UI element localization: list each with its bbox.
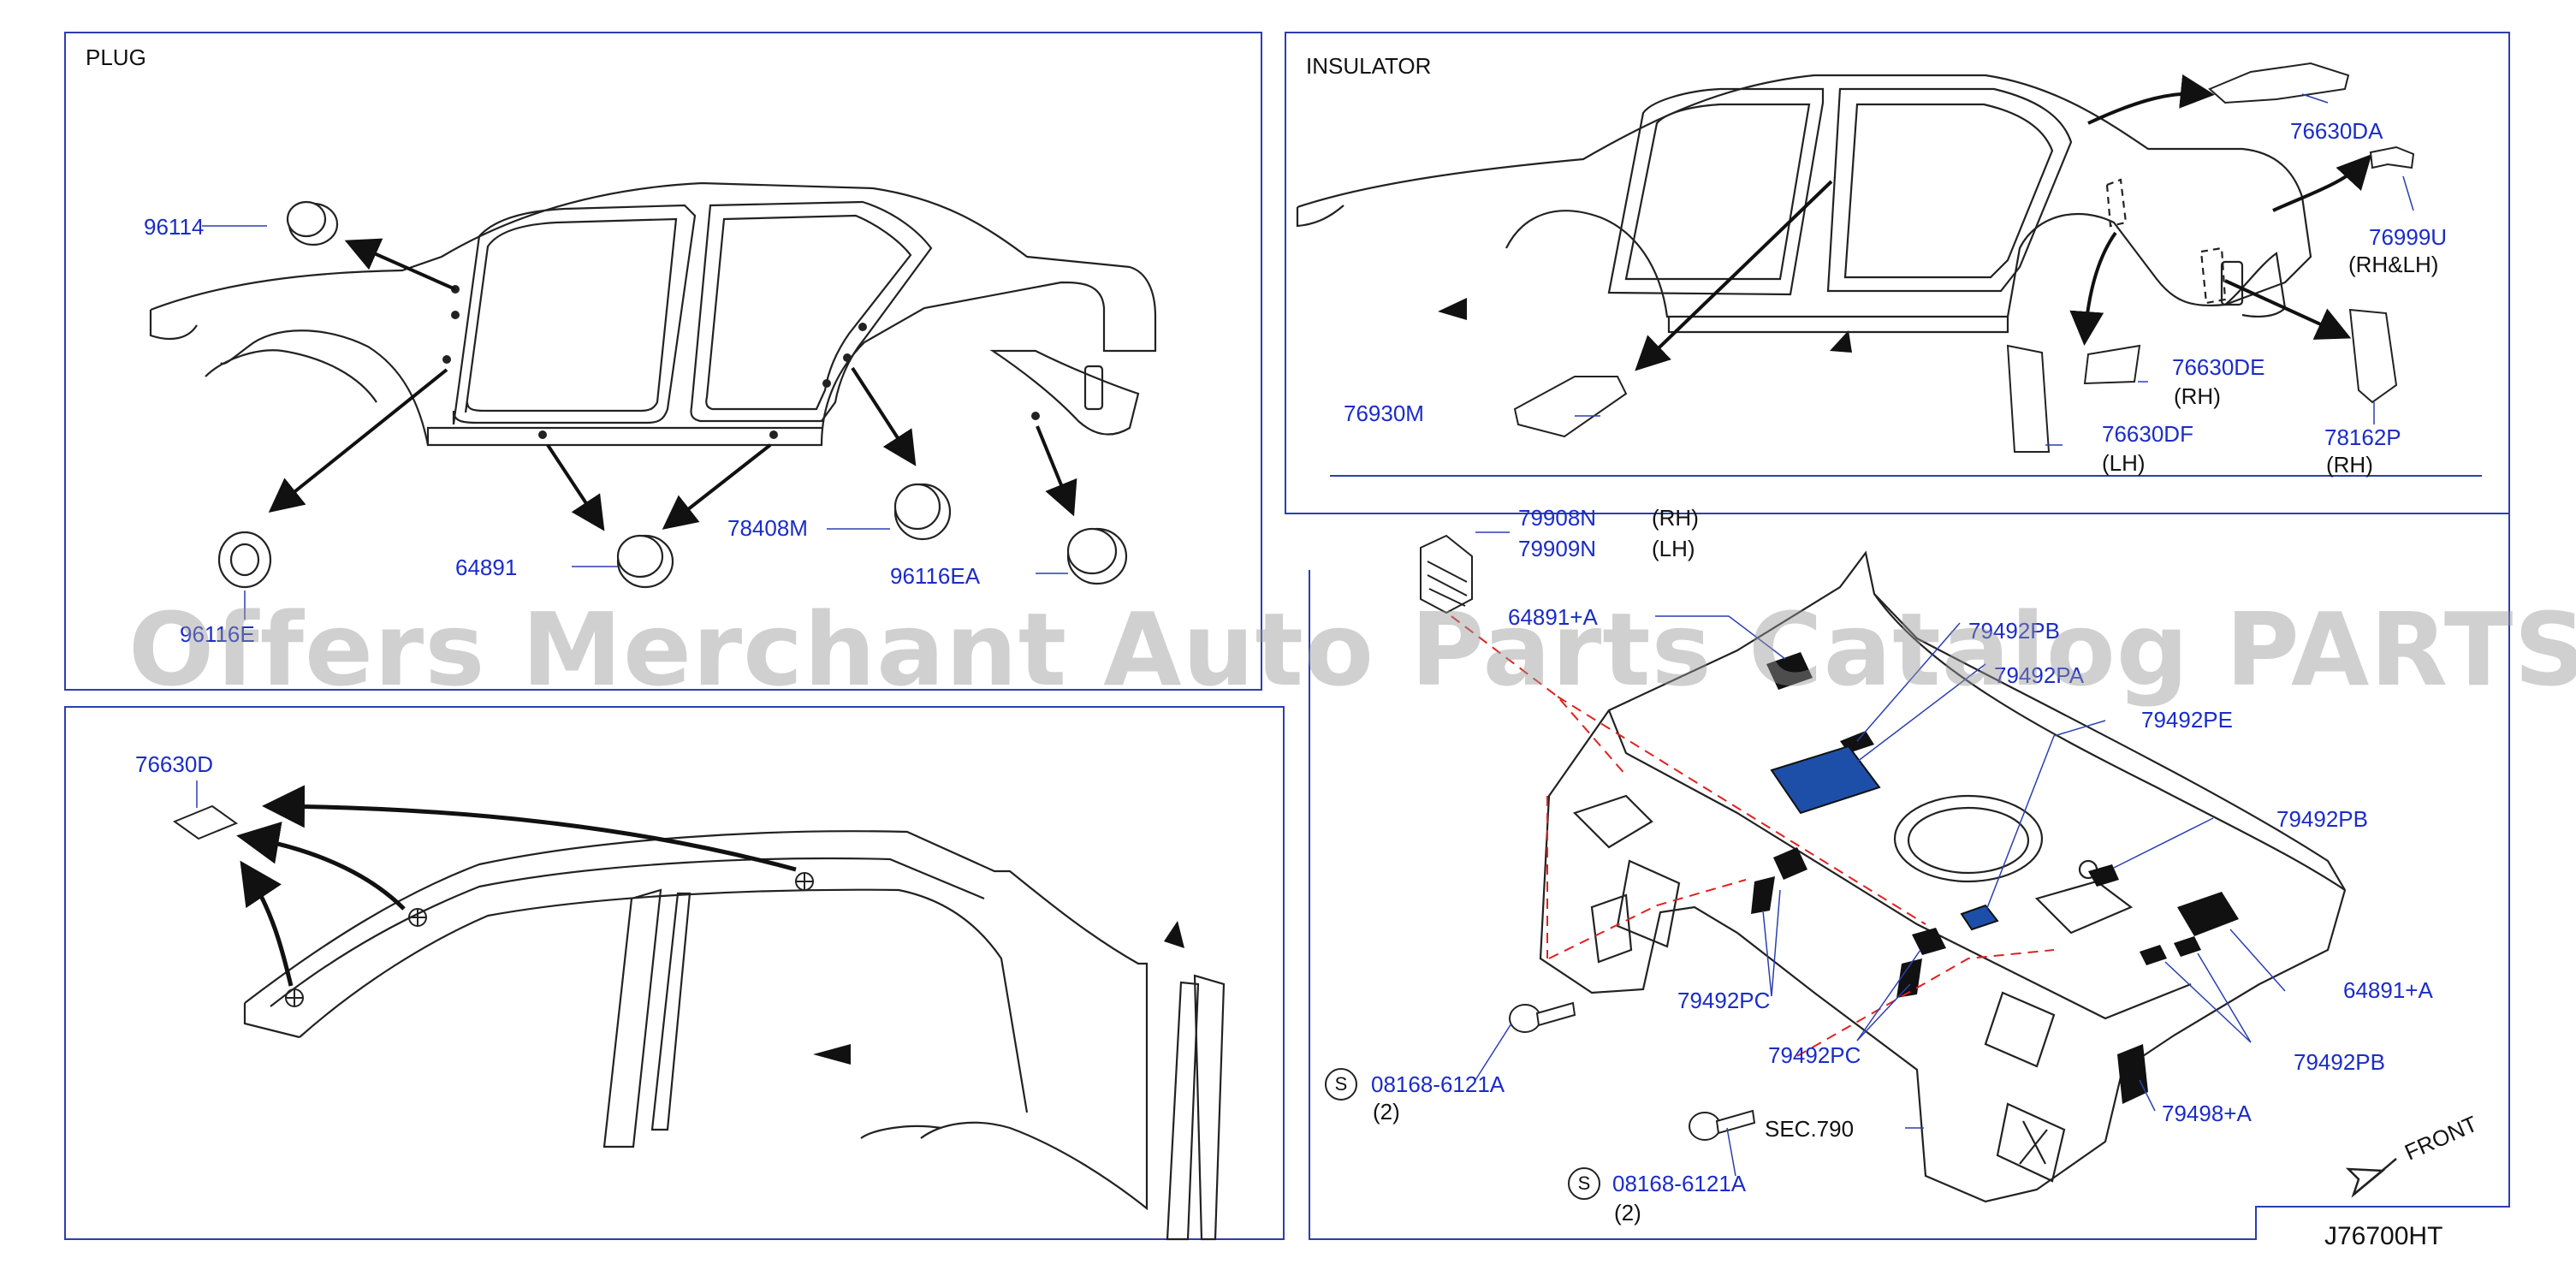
- part-note-76630de: (RH): [2174, 383, 2221, 409]
- part-label-79492pc-left[interactable]: 79492PC: [1677, 988, 1771, 1013]
- part-label-79492pb-right[interactable]: 79492PB: [2276, 806, 2368, 832]
- floor-bolts: [1509, 1001, 1756, 1141]
- floor-clip-79908n: [1420, 534, 1473, 614]
- plug-leaders: [202, 225, 1068, 620]
- part-label-76630de[interactable]: 76630DE: [2172, 354, 2265, 380]
- part-label-79909n[interactable]: 79909N: [1518, 536, 1597, 561]
- part-note-78162p: (RH): [2326, 452, 2373, 478]
- part-label-partial[interactable]: 96116E: [180, 621, 255, 647]
- part-label-76630da[interactable]: 76630DA: [2290, 118, 2383, 144]
- section-direction-marks: [813, 298, 1852, 1065]
- part-label-79492pb-top[interactable]: 79492PB: [1968, 618, 2060, 644]
- part-label-96116ea[interactable]: 96116EA: [890, 563, 981, 589]
- floor-red-dash: [1437, 605, 2055, 1057]
- part-label-96114[interactable]: 96114: [144, 214, 205, 240]
- watermark: Offers Merchant Auto Parts Catalog PARTS…: [128, 590, 2576, 709]
- part-note-76999u: (RH&LH): [2348, 252, 2439, 277]
- part-label-08168-b[interactable]: 08168-6121A: [1612, 1171, 1747, 1196]
- part-qty-08168-b: (2): [1614, 1200, 1641, 1225]
- floor-pan: [1539, 550, 2347, 1203]
- section-reference: SEC.790: [1765, 1116, 1855, 1142]
- part-note-76630df: (LH): [2102, 450, 2146, 476]
- part-label-79492pc-mid[interactable]: 79492PC: [1768, 1042, 1861, 1068]
- plug-arrows: [268, 238, 1077, 531]
- part-label-08168-a[interactable]: 08168-6121A: [1371, 1071, 1505, 1097]
- insulator-arrows: [1635, 74, 2372, 371]
- screw-symbol-b: S: [1568, 1167, 1600, 1200]
- part-label-64891a-right[interactable]: 64891+A: [2343, 977, 2433, 1003]
- part-label-78408m[interactable]: 78408M: [727, 515, 808, 541]
- part-label-76930m[interactable]: 76930M: [1344, 401, 1424, 426]
- part-label-79498a[interactable]: 79498+A: [2162, 1101, 2252, 1126]
- screw-symbol-a: S: [1325, 1068, 1357, 1101]
- insulator-car-body: [1296, 74, 2312, 334]
- plug-hole-markers: [442, 285, 1040, 439]
- part-label-64891a-top[interactable]: 64891+A: [1508, 604, 1598, 630]
- part-label-76630df[interactable]: 76630DF: [2102, 421, 2193, 447]
- part-note-79909n: (LH): [1652, 536, 1695, 561]
- part-label-79908n[interactable]: 79908N: [1518, 505, 1597, 531]
- floor-leaders: [1475, 531, 2286, 1177]
- part-label-79492pb-low[interactable]: 79492PB: [2294, 1049, 2385, 1075]
- insulator-pieces: [1513, 62, 2415, 453]
- part-label-79492pa[interactable]: 79492PA: [1994, 662, 2085, 688]
- part-label-76999u[interactable]: 76999U: [2369, 224, 2448, 250]
- section-title-insulator: INSULATOR: [1306, 53, 1432, 79]
- floor-insulators-blue: [1770, 745, 1999, 931]
- part-label-64891[interactable]: 64891: [455, 555, 518, 580]
- section-title-plug: PLUG: [86, 45, 146, 70]
- roof-arrows: [236, 785, 797, 987]
- insulator-leaders: [1575, 93, 2414, 446]
- part-label-78162p[interactable]: 78162P: [2324, 424, 2401, 450]
- roof-rail-body: [243, 830, 1226, 1241]
- roof-pad: [172, 780, 239, 840]
- panel-frames: [64, 32, 2510, 1240]
- plug-grommets: [217, 200, 1128, 589]
- floor-insulators-black: [1751, 652, 2239, 1104]
- part-label-79492pe[interactable]: 79492PE: [2141, 707, 2233, 733]
- front-arrow-icon: [2345, 1158, 2397, 1198]
- diagram-code: J76700HT: [2324, 1222, 2443, 1250]
- part-qty-08168-a: (2): [1373, 1099, 1400, 1125]
- roof-clip-markers: [285, 872, 814, 1007]
- plug-car-body: [149, 181, 1157, 447]
- part-label-76630d[interactable]: 76630D: [135, 751, 214, 777]
- part-note-79908n: (RH): [1652, 505, 1699, 531]
